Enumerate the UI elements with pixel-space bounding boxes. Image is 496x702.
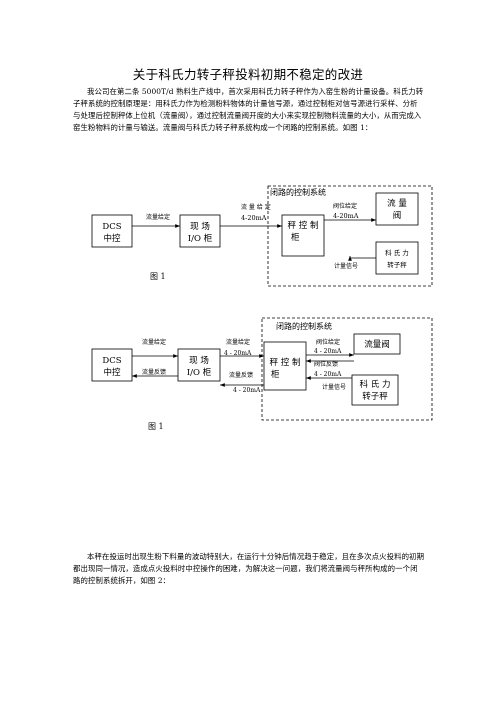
io-label: 现 场 [190,222,210,232]
sig-valve-setpoint: 阀位给定 [333,202,357,210]
sig-flow-feedback-b: 流量反馈 [229,371,253,379]
scale-sublabel: 转子秤 [387,260,407,269]
dcs-sublabel-2: 中控 [103,367,121,378]
coriolis-scale-box-2 [351,374,399,406]
sig-flow-feedback-a: 流量反馈 [142,368,166,376]
valve-sublabel: 阀 [393,211,402,221]
scale-controller-box-2 [263,341,307,391]
sig-valve-feedback: 阀位反馈 [314,360,338,368]
controller-label-2: 秤 控 制 [270,357,301,368]
sig-flow-setpoint-b: 流量给定 [226,338,250,346]
closing-paragraph: 本秤在投运时出现生粉下料量的波动特别大，在运行十分钟后情况趋于稳定，且在多次点火… [73,552,425,585]
io-sublabel: I/O 柜 [188,233,213,244]
arrow-scale-to-controller [348,256,376,261]
intro-paragraph: 我公司在第二条 5000T/d 熟料生产线中，首次采用科氏力转子秤作为入窑生粉的… [73,87,424,132]
loop-label: 闭路的控制系统 [270,187,326,197]
sig-current-c: 4 - 20mA [314,348,342,355]
dcs-box [91,214,133,248]
io-cabinet-box-2 [177,348,221,382]
io-cabinet-box [179,214,221,248]
scale-label-2: 科 氏 力 [360,379,391,390]
flow-valve-box-2 [353,333,401,355]
sig-current: 4-20mA [241,214,267,222]
loop-label-2: 闭路的控制系统 [276,321,332,331]
closed-loop-boundary-2 [261,317,433,421]
sig-flow-setpoint-2: 流 量 给 定 [241,203,271,211]
closed-loop-boundary [267,185,433,287]
sig-valve-setpoint: 阀位给定 [316,338,340,346]
dcs-label-2: DCS [102,356,121,366]
page-title: 关于科氏力转子秤投料初期不稳定的改进 [132,67,364,82]
sig-metering-2: 计量信号 [322,383,346,391]
scale-controller-box [281,214,325,257]
io-sublabel-2: I/O 柜 [187,367,212,378]
dcs-box-2 [91,348,133,382]
figure1-caption: 图 1 [150,272,166,281]
scale-label: 科 氏 力 [385,248,409,257]
dcs-sublabel: 中控 [103,233,121,244]
valve-label: 流 量 [387,198,407,209]
controller-label: 秤 控 制 [288,220,319,231]
figure2-caption: 图 1 [148,422,164,431]
flow-valve-box [375,192,419,226]
valve-label-2: 流量阀 [364,339,390,350]
sig-current-b: 4 - 20mA [233,387,261,394]
controller-sublabel-2: 柜 [271,369,280,380]
sig-metering: 计量信号 [334,262,358,270]
sig-current-a: 4 - 20mA [224,350,252,357]
sig-flow-setpoint: 流量给定 [146,213,170,221]
dcs-label: DCS [102,222,121,232]
scale-sublabel-2: 转子秤 [362,391,388,402]
sig-current-d: 4 - 20mA [314,371,342,378]
sig-current-2: 4-20mA [333,212,359,220]
io-label-2: 现 场 [189,356,209,366]
controller-sublabel: 柜 [291,232,300,243]
coriolis-scale-box [375,241,419,275]
sig-flow-setpoint-a: 流量给定 [142,338,166,346]
